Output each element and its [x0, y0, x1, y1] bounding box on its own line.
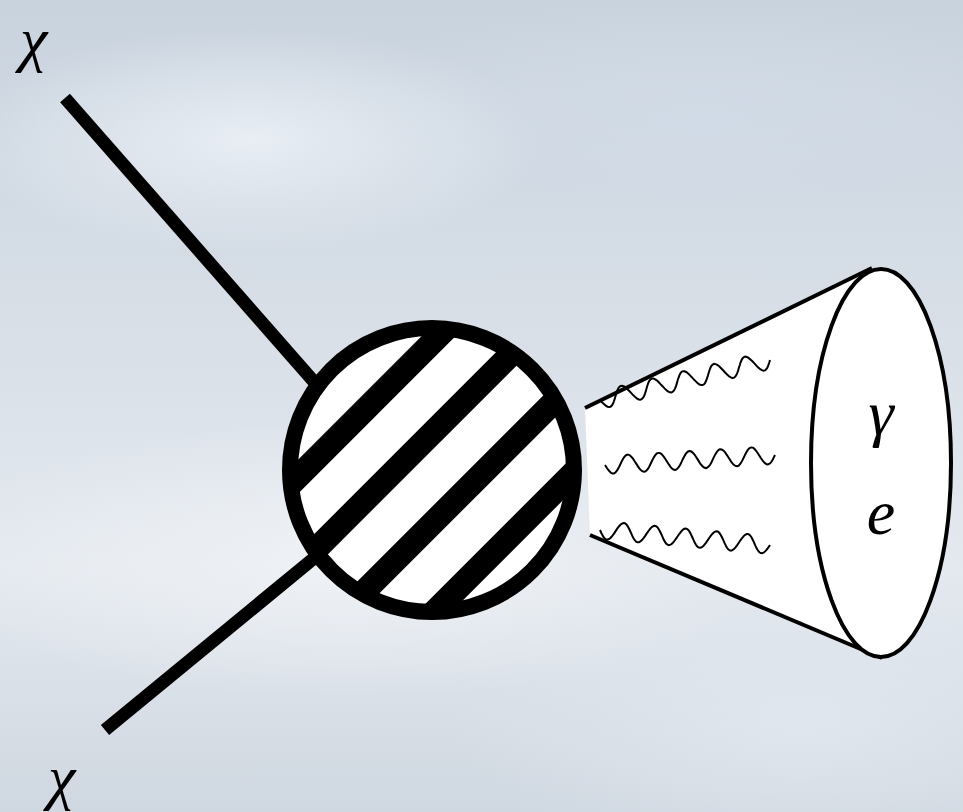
photon-wave: [605, 447, 775, 473]
particle-label: χ: [20, 8, 47, 70]
particle-symbol: e: [808, 481, 954, 545]
cone-end-ellipse: γe: [808, 266, 954, 660]
incoming-line: [105, 545, 330, 730]
photon-wavy-lines: [600, 357, 775, 554]
photon-wave: [600, 357, 770, 407]
particle-label: χ: [48, 746, 75, 808]
blob-outline: [290, 328, 574, 612]
ellipse-outline: [808, 266, 954, 660]
incoming-line: [65, 98, 330, 400]
photon-wave: [600, 523, 770, 553]
particle-symbol: γ: [808, 381, 954, 445]
blob-hatching: [172, 213, 653, 694]
blob-fill: [290, 328, 574, 612]
